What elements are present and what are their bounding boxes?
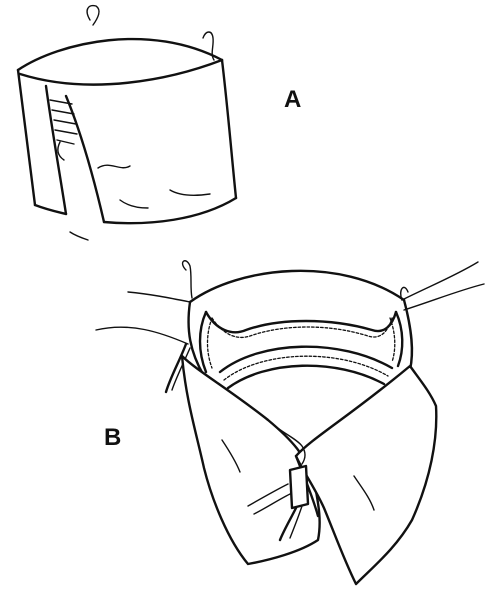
- rim-front: [20, 60, 222, 85]
- panel-label-a: A: [284, 88, 301, 112]
- toggle: [290, 466, 308, 508]
- neckband-right: [404, 300, 412, 370]
- fold-mark-2: [170, 190, 210, 195]
- tab-right: [396, 312, 402, 366]
- left-bottom: [35, 205, 66, 214]
- thread-b-knot-left: [183, 261, 192, 298]
- slit-right: [66, 96, 104, 222]
- facing-top: [206, 312, 396, 332]
- thread-b-left-2: [96, 327, 188, 344]
- thread-a-left: [87, 6, 99, 25]
- rim-back: [18, 39, 222, 70]
- side-left: [18, 70, 35, 205]
- collar-flap-right: [296, 366, 436, 584]
- fold-mark-3: [120, 200, 148, 208]
- panel-label-b: B: [104, 426, 121, 450]
- inner-arc-1: [220, 347, 392, 372]
- slit-left: [46, 86, 66, 214]
- thread-b-right-1: [402, 262, 478, 300]
- fold-mark-1: [98, 165, 130, 168]
- panel-a-drawing: [18, 6, 236, 240]
- tab-left: [200, 312, 206, 372]
- inner-arc-2: [228, 366, 384, 388]
- lace-4: [55, 130, 77, 134]
- stray-stroke: [70, 232, 88, 240]
- lace-tail: [58, 142, 64, 160]
- lace-3: [54, 120, 76, 124]
- collar-top-rim: [190, 271, 404, 302]
- side-right: [222, 60, 236, 198]
- thread-b-right-2: [404, 284, 484, 310]
- thread-b-left-1: [128, 292, 190, 302]
- panel-b-drawing: [96, 261, 484, 584]
- stitch-tab-left: [208, 318, 213, 368]
